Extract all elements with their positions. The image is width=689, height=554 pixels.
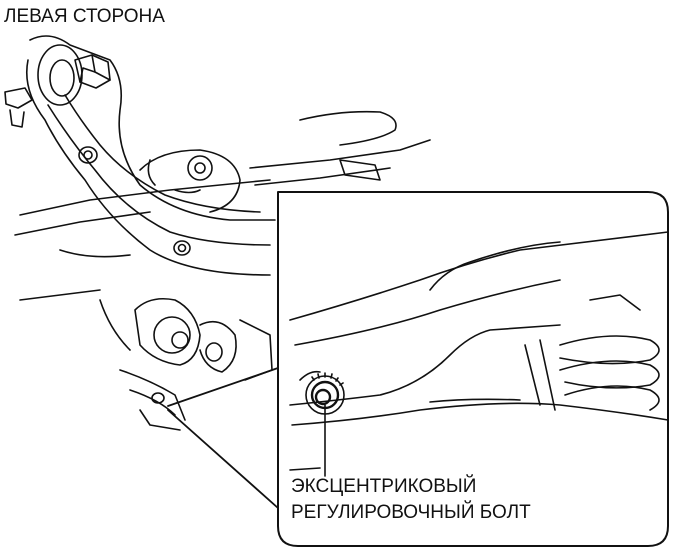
magnifier-pointer	[168, 368, 278, 508]
upper-bushing-bolt	[5, 45, 110, 127]
callout-label-line1: ЭКСЦЕНТРИКОВЫЙ	[291, 476, 477, 497]
callout-label-line2: РЕГУЛИРОВОЧНЫЙ БОЛТ	[291, 502, 531, 523]
subframe-lines	[15, 112, 430, 300]
knuckle	[140, 150, 240, 212]
upper-arm	[27, 36, 275, 275]
detail-inset	[278, 192, 668, 546]
figure-title: ЛЕВАЯ СТОРОНА	[4, 6, 165, 27]
lower-bushings	[100, 299, 272, 430]
